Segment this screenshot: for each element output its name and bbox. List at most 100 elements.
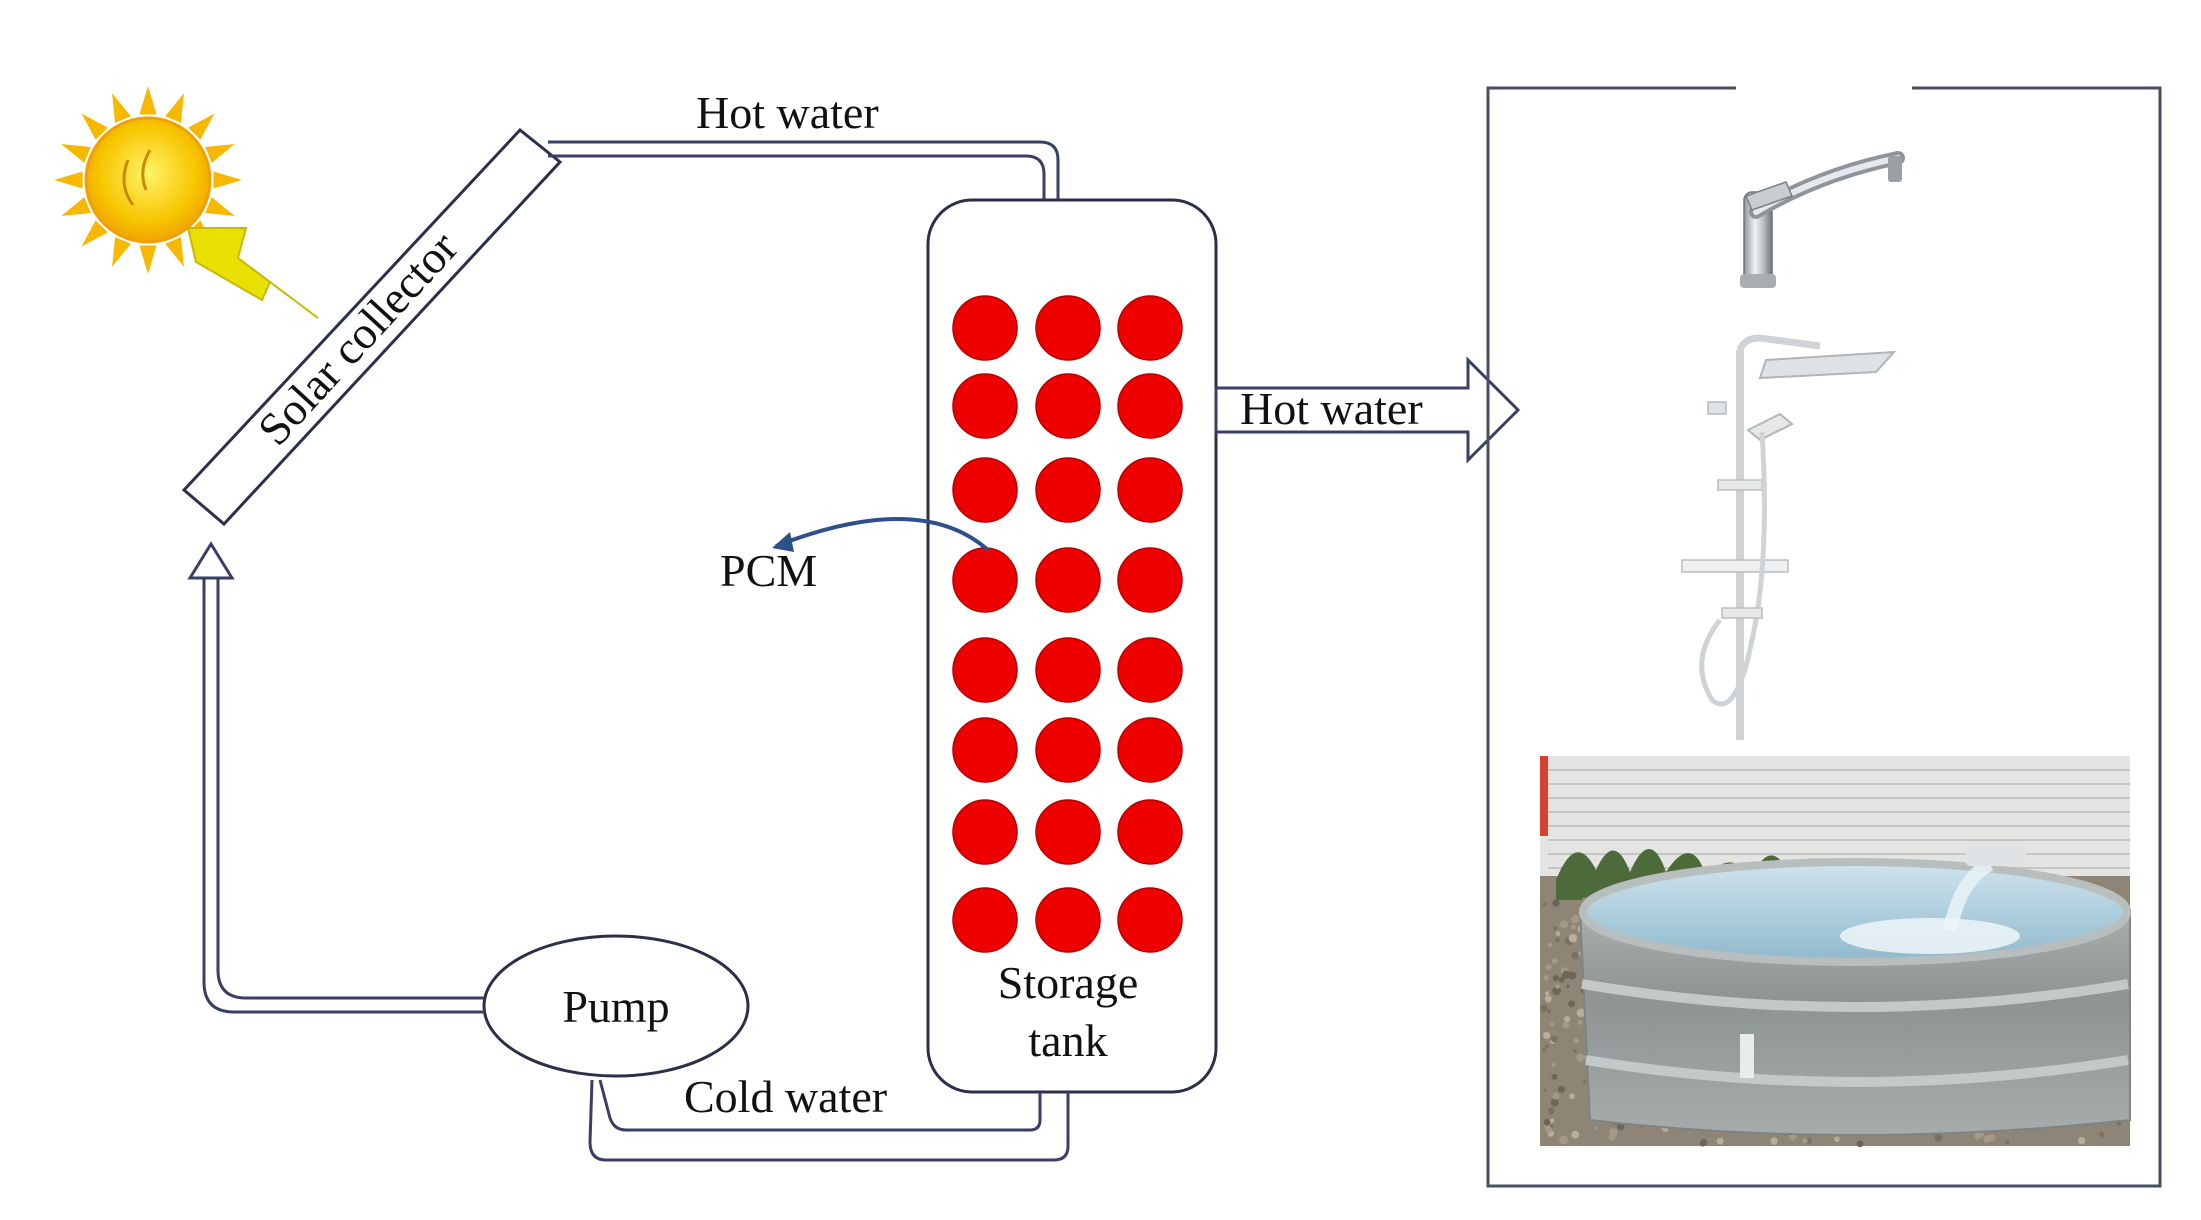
sun-ray [81, 113, 108, 140]
gravel-stone [1562, 1022, 1570, 1029]
gravel-stone [1550, 1118, 1555, 1123]
gravel-stone [1558, 976, 1565, 983]
gravel-stone [2099, 1132, 2105, 1138]
gravel-stone [1551, 1062, 1556, 1067]
pcm-ball [1117, 547, 1183, 613]
hot-water-label-top: Hot water [696, 87, 879, 138]
pcm-ball [1117, 373, 1183, 439]
cold-water-label: Cold water [684, 1071, 887, 1122]
pcm-ball [1117, 637, 1183, 703]
gravel-stone [1551, 958, 1558, 964]
sun-ray [205, 197, 235, 216]
gravel-stone [1542, 1048, 1546, 1052]
gravel-stone [1770, 1137, 1778, 1145]
pcm-ball [1117, 457, 1183, 523]
gravel-stone [1616, 1122, 1625, 1131]
gravel-stone [1552, 899, 1560, 907]
gravel-stone [1568, 1000, 1575, 1008]
pump-label: Pump [562, 981, 669, 1032]
storage-tank-label-line2: tank [1028, 1015, 1107, 1066]
cold-water-return-pipe [588, 1079, 1070, 1162]
pcm-ball [952, 637, 1018, 703]
gravel-stone [1543, 1088, 1547, 1092]
gravel-stone [1550, 1098, 1559, 1107]
gravel-stone [1542, 902, 1547, 907]
sun-ray [112, 237, 131, 267]
sun-ray [139, 245, 157, 274]
gravel-stone [1543, 1118, 1551, 1126]
gravel-stone [1553, 926, 1558, 931]
pcm-ball [952, 547, 1018, 613]
gravel-stone [1560, 920, 1569, 929]
sun-ray [112, 93, 131, 123]
gravel-stone [1573, 1049, 1577, 1054]
sun-ray [54, 171, 83, 189]
pcm-ball [1035, 547, 1101, 613]
gravel-stone [1856, 1140, 1864, 1148]
pcm-ball [952, 717, 1018, 783]
sun-ray [139, 86, 157, 115]
gravel-stone [1555, 937, 1560, 943]
pcm-ball-grid [952, 295, 1183, 953]
solar-collector: Solar collector [181, 127, 563, 527]
gravel-stone [1540, 1004, 1548, 1012]
gravel-stone [1550, 1035, 1558, 1043]
gravel-stone [1555, 984, 1560, 989]
storage-tank-label-line1: Storage [998, 957, 1139, 1008]
pcm-ball [952, 295, 1018, 361]
gravel-stone [1551, 1073, 1558, 1080]
gravel-stone [1974, 1133, 1981, 1140]
gravel-stone [2005, 1140, 2010, 1145]
sun-ray [205, 144, 235, 163]
hot-water-label-right: Hot water [1240, 383, 1423, 434]
gravel-stone [1571, 951, 1579, 960]
pcm-ball [952, 799, 1018, 865]
hot-water-uses-panel [1486, 86, 2162, 1188]
pcm-ball [1035, 717, 1101, 783]
gravel-stone [1571, 914, 1580, 924]
sun-ray [81, 220, 108, 247]
gravel-stone [1562, 970, 1571, 980]
pcm-ball [1117, 295, 1183, 361]
gravel-stone [1802, 1137, 1808, 1144]
pcm-ball [952, 457, 1018, 523]
gravel-stone [1988, 1134, 1996, 1142]
pump: Pump [482, 934, 750, 1078]
gravel-stone [1699, 1140, 1706, 1147]
gravel-stone [1564, 1016, 1571, 1023]
pcm-ball [1117, 717, 1183, 783]
gravel-stone [1545, 991, 1550, 996]
pcm-ball [1035, 295, 1101, 361]
sun-ray [213, 171, 242, 189]
gravel-stone [1557, 1085, 1566, 1093]
sun-ray [61, 197, 91, 216]
gravel-stone [1549, 1022, 1555, 1027]
gravel-stone [1576, 1008, 1586, 1018]
sun-ray [165, 237, 184, 267]
gravel-stone [1559, 1135, 1568, 1145]
gravel-stone [1566, 984, 1570, 988]
shower-icon [1681, 334, 1897, 740]
pcm-ball [952, 373, 1018, 439]
solar-collector-label: Solar collector [248, 222, 468, 455]
gravel-stone [1571, 924, 1577, 930]
gravel-stone [1577, 1019, 1583, 1025]
gravel-stone [1543, 975, 1549, 981]
pcm-ball [952, 887, 1018, 953]
pcm-pointer [772, 517, 990, 552]
gravel-stone [1549, 1124, 1554, 1128]
pcm-label: PCM [720, 545, 817, 596]
pump-to-collector-pipe [187, 541, 484, 1014]
hot-water-output-arrow [1214, 356, 1521, 464]
gravel-stone [1552, 986, 1561, 995]
sun-ray [165, 93, 184, 123]
pcm-ball [1035, 887, 1101, 953]
gravel-stone [1547, 942, 1553, 948]
pcm-ball [1117, 887, 1183, 953]
pcm-ball [1035, 799, 1101, 865]
gravel-stone [1573, 1037, 1580, 1044]
gravel-stone [1568, 933, 1578, 943]
gravel-stone [1594, 1126, 1598, 1131]
sun-ray [188, 113, 215, 140]
